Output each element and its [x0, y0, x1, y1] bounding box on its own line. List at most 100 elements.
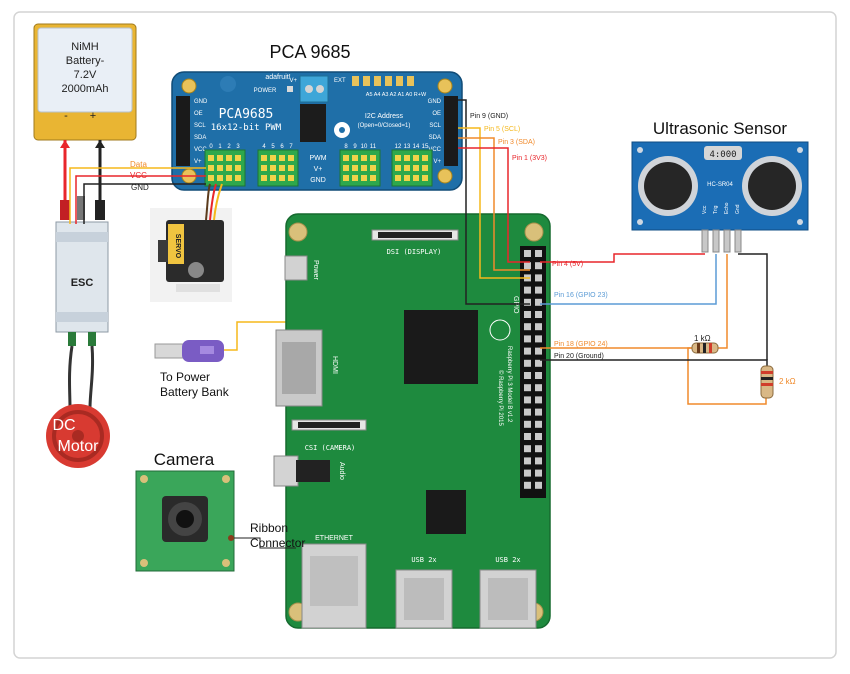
ribbon-label-line-2: Connector — [250, 536, 305, 550]
pca-board-name: PCA9685 — [219, 107, 274, 122]
pi-hdmi-label: HDMI — [331, 356, 338, 374]
pca-channel-7: 7 — [289, 144, 293, 150]
servo-wires — [205, 183, 223, 221]
gpio-pin-18-label: Pin 18 (GPIO 24) — [554, 341, 608, 348]
pca-pwm-channel-numbers: 0 1 2 3 4 5 6 7 8 9 10 11 12 13 14 15 — [209, 144, 429, 150]
sensor-pin-gnd: Gnd — [735, 204, 741, 214]
pi-audio-label: Audio — [338, 462, 345, 480]
resistor-2k-label: 2 kΩ — [779, 377, 796, 386]
gpio-pin — [524, 433, 531, 440]
pca-right-pin-4: SDA — [429, 135, 441, 141]
esc: ESC — [55, 221, 109, 346]
gpio-pin — [535, 298, 542, 306]
gpio-pin — [535, 433, 542, 440]
usb-power-cable — [154, 321, 290, 362]
battery-line-4: 2000mAh — [61, 83, 108, 95]
pca-right-pin-labels: GND OE SCL SDA VCC V+ — [428, 99, 442, 165]
gpio-pin — [524, 481, 531, 489]
gpio-pin — [535, 347, 542, 355]
pca-right-pin-5: VCC — [428, 147, 441, 153]
pca-gnd-row-label: GND — [310, 177, 326, 184]
gpio-pin — [535, 286, 542, 294]
pca-right-pin-3: SCL — [429, 123, 441, 129]
pca-channel-3: 3 — [236, 144, 240, 150]
pca-board-subtitle: 16x12-bit PWM — [211, 123, 282, 133]
gpio-pin — [535, 250, 542, 257]
pca-channel-4: 4 — [262, 144, 266, 150]
gpio-pin — [535, 372, 542, 379]
gpio-pin — [524, 372, 531, 379]
pca-right-pin-1: GND — [428, 99, 442, 105]
pca-channel-1: 1 — [218, 144, 222, 150]
gpio-pin — [535, 311, 542, 318]
pca-channel-14: 14 — [413, 144, 420, 150]
resistor-2k — [760, 365, 774, 399]
pca-left-pin-5: VCC — [194, 147, 207, 153]
battery-to-esc-wires — [60, 140, 105, 220]
pca-channel-6: 6 — [280, 144, 284, 150]
camera-title: Camera — [154, 450, 215, 469]
gpio-pin — [535, 384, 542, 392]
battery-minus-terminal: - — [64, 110, 68, 122]
gpio-pin — [535, 335, 542, 343]
battery: NiMH Battery- 7.2V 2000mAh - + — [33, 23, 137, 141]
pca-terminal-vplus: V+ — [289, 78, 297, 84]
gpio-pin — [535, 469, 542, 477]
pi-power-label: Power — [312, 260, 319, 281]
gpio-pin — [524, 445, 531, 453]
pca-terminal-ext: EXT — [334, 78, 346, 84]
pca-channel-2: 2 — [227, 144, 231, 150]
pca-channel-13: 13 — [404, 144, 411, 150]
gpio-pin — [535, 274, 542, 282]
pca-power-label: POWER — [254, 88, 277, 94]
gpio-pin — [535, 408, 542, 416]
pin-9-gnd-label: Pin 9 (GND) — [470, 113, 508, 120]
servo: SERVO — [150, 208, 232, 302]
gpio-pin-4-5v-label: Pin 4 (5V) — [552, 261, 583, 268]
pca-i2c-address-line-1: I2C Address — [365, 113, 404, 120]
pi-ethernet-label: ETHERNET — [315, 535, 353, 542]
sensor-pin-trig: Trig — [713, 205, 719, 214]
gpio-pin — [524, 420, 531, 428]
gpio-pin — [524, 286, 531, 294]
pca-left-pin-1: GND — [194, 99, 208, 105]
gpio-pin — [524, 335, 531, 343]
ultrasonic-sensor: 4:000 HC-SR04 Vcc Trig Echo Gnd — [631, 141, 809, 253]
dc-motor: DC Motor — [46, 404, 110, 468]
sensor-model: HC-SR04 — [707, 182, 733, 188]
pca9685-board: adafruit! POWER V+ EXT A5 A4 A3 A2 A1 A0… — [171, 71, 463, 191]
gpio-pin-20-ground-label: Pin 20 (Ground) — [554, 353, 604, 360]
pi-gpio-label: GPIO — [512, 296, 519, 314]
pca-left-pin-2: OE — [194, 111, 203, 117]
gpio-pin — [524, 323, 531, 331]
gpio-pin — [535, 457, 542, 465]
ribbon-label-line-1: Ribbon — [250, 521, 288, 535]
sensor-pin-vcc: Vcc — [702, 205, 708, 214]
gpio-pin — [535, 481, 542, 489]
power-bank-label-line-2: Battery Bank — [160, 385, 230, 399]
pca-channel-8: 8 — [344, 144, 348, 150]
pca-channel-12: 12 — [395, 144, 402, 150]
raspberry-pi: DSI (DISPLAY) Power HDMI Raspberry Pi 3 … — [273, 213, 551, 629]
sensor-display: 4:000 — [709, 150, 736, 160]
pca-channel-11: 11 — [370, 144, 377, 150]
gpio-pin — [524, 250, 531, 257]
servo-label: SERVO — [174, 234, 181, 259]
pi-usb-2-label: USB 2x — [495, 556, 520, 564]
gpio-pin — [535, 420, 542, 428]
pca-channel-10: 10 — [361, 144, 368, 150]
gpio-pin — [524, 396, 531, 404]
pca-left-pin-labels: GND OE SCL SDA VCC V+ — [194, 99, 208, 165]
pca-i2c-address-line-2: (Open=0/Closed=1) — [358, 123, 411, 129]
pca-right-pin-6: V+ — [433, 159, 441, 165]
pca-channel-0: 0 — [209, 144, 213, 150]
pi-to-sensor-wires — [540, 253, 768, 405]
gpio-pin — [524, 298, 531, 306]
battery-line-3: 7.2V — [74, 69, 97, 81]
pca-left-pin-4: SDA — [194, 135, 206, 141]
battery-plus-terminal: + — [90, 110, 96, 122]
pca-pwm-row-label: PWM — [309, 155, 326, 162]
esc-label: ESC — [71, 277, 94, 289]
